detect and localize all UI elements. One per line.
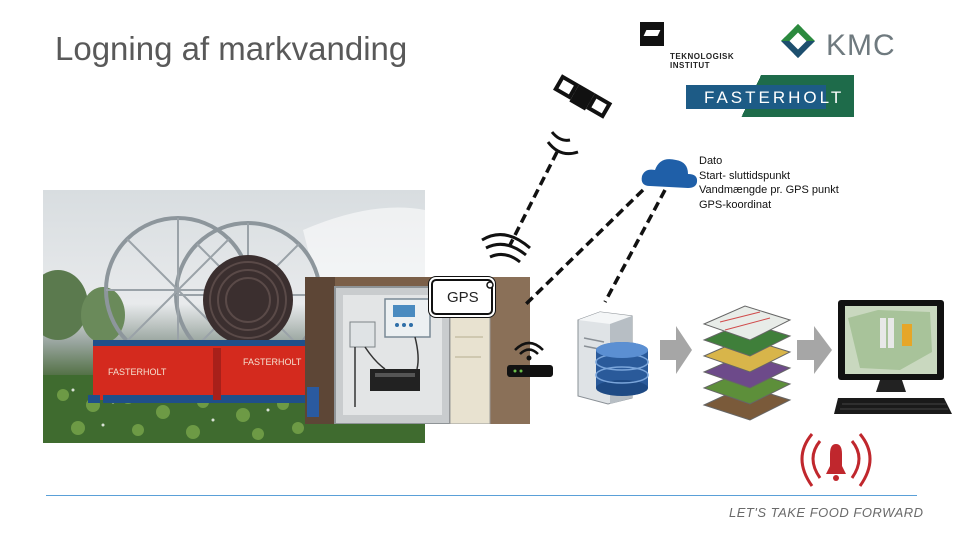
satellite-icon [548,77,610,154]
wireless-signal-icon [482,235,530,262]
server-database-icon [578,312,648,404]
monitor-icon [834,300,952,414]
footer-tagline: LET'S TAKE FOOD FORWARD [729,505,924,520]
map-layers-icon [704,306,790,420]
router-icon [507,343,553,377]
alarm-bell-icon [802,434,870,486]
cloud-icon [642,159,697,188]
footer-divider [46,495,917,496]
gps-to-cloud-link [525,190,643,305]
cloud-to-server-link [605,190,665,302]
satellite-to-antenna-link [510,152,557,245]
arrow-right-icon-2 [797,326,832,374]
arrow-right-icon [660,326,692,374]
